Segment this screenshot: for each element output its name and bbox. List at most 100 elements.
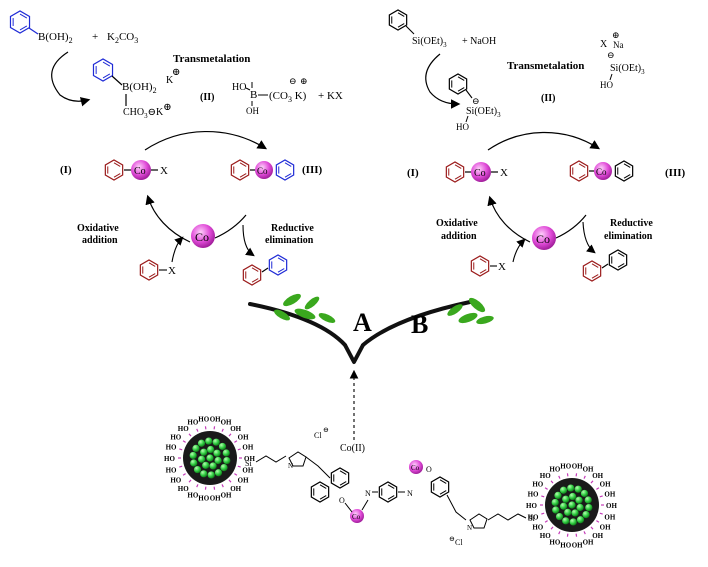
shell-oh-label: OH <box>592 532 603 540</box>
imidazolium-ring-right <box>470 514 487 528</box>
nanoparticle-bead <box>200 470 207 477</box>
chloride-left: Cl <box>314 431 322 440</box>
step-ii-label-a: (II) <box>200 92 214 103</box>
shell-oh-label: OH <box>604 513 615 521</box>
shell-linker <box>541 496 544 497</box>
complex-co3-label: CHO3⊖K⊕ <box>123 102 172 120</box>
nanoparticle-bead <box>585 496 592 503</box>
nanoparticle-bead <box>564 509 571 516</box>
co-label-i-b: Co <box>474 168 486 179</box>
nanoparticle-bead <box>562 496 569 503</box>
shell-linker <box>189 480 191 482</box>
potassium-carbonate-label: K2CO3 <box>107 31 138 45</box>
nanoparticle-bead <box>208 471 215 478</box>
oxidative-label-2-b: addition <box>441 231 477 242</box>
cycle-a-left-arc <box>148 197 190 242</box>
o-label-right: O <box>426 465 432 474</box>
shell-oh-label: OH <box>572 462 583 470</box>
tree-branches: A B <box>250 292 495 362</box>
nanoparticle-bead <box>562 517 569 524</box>
black-phenyl-ring-product-b <box>609 250 626 270</box>
co-catalyst-label-b: Co <box>536 232 550 246</box>
product-arrow-b <box>583 222 594 252</box>
nanoparticle-bead <box>190 459 197 466</box>
black-phenyl-ring-complex-b <box>449 74 466 94</box>
cobalt-source-label: Co(II) <box>340 443 365 454</box>
co-label-iii-b: Co <box>596 167 607 177</box>
shell-oh-label: HO <box>532 480 543 488</box>
shell-oh-label: OH <box>210 415 221 423</box>
nanoparticle-bead <box>556 513 563 520</box>
nanoparticle-bead <box>577 516 584 523</box>
branch-trunk <box>345 345 363 362</box>
shell-linker <box>551 481 553 483</box>
o-label-left: O <box>339 496 345 505</box>
boronic-acid-label: B(OH)2 <box>38 31 73 45</box>
aryl-halide-x-a: X <box>168 265 176 277</box>
blue-phenyl-ring-product-a <box>269 255 286 275</box>
nanoparticle-bead <box>571 509 578 516</box>
nanoparticle-bead <box>585 504 592 511</box>
byproduct-si-b: Si(OEt)3 <box>610 63 645 76</box>
shell-oh-label: OH <box>592 472 603 480</box>
nanoparticle-bead <box>205 437 212 444</box>
co-center-label-left: Co <box>352 513 361 521</box>
shell-oh-label: OH <box>572 542 583 550</box>
complex-si-minus: ⊖ <box>472 96 480 106</box>
shell-oh-label: HO <box>549 538 560 546</box>
oxidative-label-1-b: Oxidative <box>436 218 478 229</box>
reagent-to-complex-arrow <box>52 52 88 101</box>
step-i-label-b: (I) <box>407 167 419 179</box>
oxidative-label-1-a: Oxidative <box>77 223 119 234</box>
x-label-i-a: X <box>160 165 168 177</box>
shell-oh-label: OH <box>210 495 221 503</box>
n-plus-right: N <box>467 524 472 532</box>
shell-oh-label: OH <box>238 477 249 485</box>
plus-sign: + <box>92 31 98 43</box>
shell-oh-label: HO <box>170 433 181 441</box>
shell-oh-label: OH <box>221 491 232 499</box>
salen-ring-left-2 <box>311 482 328 502</box>
chloride-left-minus: ⊖ <box>323 426 329 434</box>
complex-si-label: Si(OEt)3 <box>466 106 501 119</box>
nanoparticle-bead <box>215 469 222 476</box>
shell-oh-label: HO <box>166 466 177 474</box>
blue-phenyl-ring-reagent <box>10 11 29 33</box>
shell-linker <box>584 476 585 479</box>
nanoparticle-bead <box>190 452 197 459</box>
nanoparticle-bead <box>560 503 567 510</box>
black-phenyl-ring-silane <box>389 10 406 30</box>
byproduct-ho-b: HO <box>600 80 613 90</box>
shell-oh-label: HO <box>549 466 560 474</box>
reductive-label-1-a: Reductive <box>271 223 314 234</box>
nanoparticle-bead <box>581 490 588 497</box>
branch-letter-b: B <box>411 310 428 339</box>
n-label-right: N <box>407 489 413 498</box>
shell-oh-label: OH <box>600 524 611 532</box>
shell-linker <box>222 484 223 487</box>
shell-oh-label: HO <box>178 485 189 493</box>
co-center-label-right: Co <box>411 464 420 472</box>
nanoparticle-bead <box>554 492 561 499</box>
byproduct-co3k: (CO3 K) <box>269 90 307 104</box>
panel-a: B(OH)2 + K2CO3 B(OH)2 K ⊕ CHO3⊖K⊕ Transm… <box>10 11 342 285</box>
salen-ring-right <box>431 477 448 497</box>
shell-oh-label: HO <box>526 502 537 510</box>
shell-linker <box>559 476 560 479</box>
nanoparticle-bead <box>223 457 230 464</box>
shell-linker <box>238 466 241 467</box>
blue-phenyl-ring-iii-a <box>276 160 293 180</box>
shell-oh-label: OH <box>242 444 253 452</box>
naoh-label: + NaOH <box>462 36 496 47</box>
shell-linker <box>238 449 241 450</box>
nanoparticle-bead <box>206 454 213 461</box>
shell-linker <box>222 429 223 432</box>
shell-linker <box>545 488 548 490</box>
nanoparticle-bead <box>198 440 205 447</box>
silane-label: Si(OEt)3 <box>412 36 447 49</box>
red-phenyl-ring-i-a <box>105 160 122 180</box>
nanoparticle-bead <box>582 511 589 518</box>
